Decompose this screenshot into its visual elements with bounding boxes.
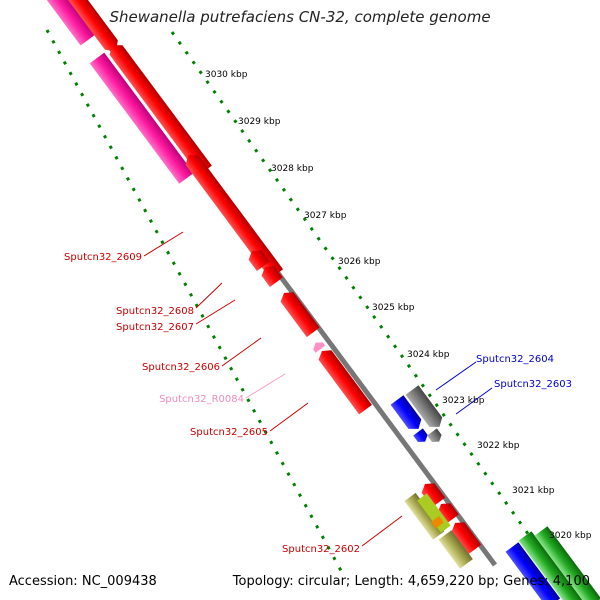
tick-3028: 3028 kbp — [271, 164, 314, 174]
tick-3021: 3021 kbp — [512, 486, 555, 496]
tick-3024: 3024 kbp — [407, 350, 450, 360]
gene-red-2605[interactable] — [316, 346, 372, 415]
tick-3027: 3027 kbp — [304, 211, 347, 221]
gene-magenta-1[interactable] — [44, 0, 96, 46]
gene-label-2604[interactable]: Sputcn32_2604 — [476, 354, 554, 365]
gene-label-2608[interactable]: Sputcn32_2608 — [116, 306, 194, 317]
gene-red-2608[interactable] — [246, 246, 270, 272]
gene-gray-small[interactable] — [427, 428, 444, 445]
gene-red-lower-3[interactable] — [449, 518, 482, 555]
gene-gray-2603[interactable] — [405, 385, 446, 431]
gene-red-2607[interactable] — [259, 262, 283, 288]
accession-value: NC_009438 — [81, 574, 157, 589]
tick-3030: 3030 kbp — [205, 70, 248, 80]
tick-3029: 3029 kbp — [238, 117, 281, 127]
topology-value: circular — [297, 574, 346, 589]
gene-blue-2604[interactable] — [390, 395, 425, 433]
gene-red-2609[interactable] — [106, 40, 212, 176]
gene-label-2605[interactable]: Sputcn32_2605 — [190, 427, 268, 438]
tick-3020: 3020 kbp — [549, 531, 592, 541]
tick-3026: 3026 kbp — [338, 257, 381, 267]
genome-stats-footer: Topology: circular; Length: 4,659,220 bp… — [232, 574, 590, 589]
gene-red-1[interactable] — [65, 0, 123, 56]
gene-label-group: Sputcn32_2609 Sputcn32_2608 Sputcn32_260… — [64, 252, 572, 555]
accession-label: Accession: — [9, 574, 78, 589]
accession-footer: Accession: NC_009438 — [9, 574, 157, 589]
gene-olive-lower[interactable] — [438, 530, 473, 569]
gene-label-2606[interactable]: Sputcn32_2606 — [142, 362, 220, 373]
gene-green-lower-1[interactable] — [518, 531, 586, 600]
tick-3023: 3023 kbp — [442, 396, 485, 406]
gene-label-r0084[interactable]: Sputcn32_R0084 — [159, 394, 244, 405]
gene-blue-small[interactable] — [413, 428, 430, 445]
tick-labels: 3030 kbp 3029 kbp 3028 kbp 3027 kbp 3026… — [205, 70, 592, 541]
gc-track-right — [170, 31, 577, 600]
tick-3025: 3025 kbp — [372, 303, 415, 313]
genes-label: Genes: — [503, 574, 549, 589]
gene-label-2602[interactable]: Sputcn32_2602 — [282, 544, 360, 555]
genes-value: 4,100 — [552, 574, 590, 589]
gene-olive-2602[interactable] — [404, 492, 445, 540]
gene-blue-lower[interactable] — [505, 542, 561, 600]
gene-label-2607[interactable]: Sputcn32_2607 — [116, 322, 194, 333]
label-leaders — [143, 231, 493, 547]
gene-orange[interactable] — [430, 516, 444, 529]
gene-pink-r0084[interactable] — [311, 339, 326, 353]
length-value: 4,659,220 bp — [407, 574, 495, 589]
gene-red-2608a[interactable] — [182, 150, 284, 279]
topology-label: Topology: — [232, 574, 294, 589]
gene-magenta-2[interactable] — [89, 52, 194, 184]
gene-label-2603[interactable]: Sputcn32_2603 — [494, 379, 572, 390]
tick-3022: 3022 kbp — [477, 441, 520, 451]
gene-red-2606[interactable] — [278, 288, 320, 338]
gene-green-lower-2[interactable] — [534, 526, 600, 600]
length-label: Length: — [354, 574, 404, 589]
gene-red-lower-1[interactable] — [419, 479, 446, 508]
map-title: Shewanella putrefaciens CN-32, complete … — [109, 8, 491, 26]
gene-label-2609[interactable]: Sputcn32_2609 — [64, 252, 142, 263]
